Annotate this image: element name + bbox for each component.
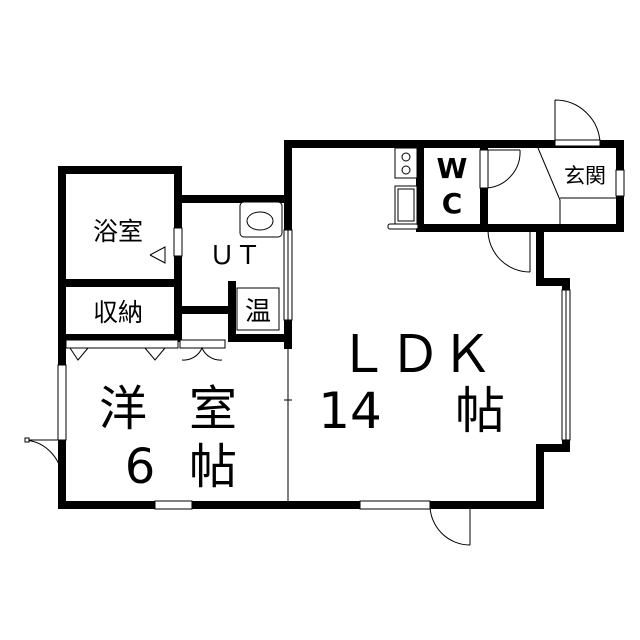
label-western-1: 洋 bbox=[99, 381, 147, 437]
walls bbox=[58, 140, 624, 509]
room-labels: 浴室 ＵＴ 収納 温 W C 玄関 ＬＤＫ 14 帖 洋 室 6 帖 bbox=[93, 152, 606, 495]
label-western-unit: 帖 bbox=[189, 439, 237, 495]
label-wc-w: W bbox=[437, 152, 468, 185]
fixtures bbox=[24, 99, 625, 546]
label-ldk-size: 14 bbox=[318, 382, 382, 440]
label-western-size: 6 bbox=[125, 439, 156, 495]
label-ldk-unit: 帖 bbox=[455, 382, 505, 440]
label-water-heater: 温 bbox=[245, 297, 271, 327]
label-entrance: 玄関 bbox=[564, 164, 606, 188]
label-ldk: ＬＤＫ bbox=[337, 325, 493, 385]
label-wc-c: C bbox=[442, 187, 463, 220]
label-storage: 収納 bbox=[93, 298, 143, 327]
label-utility: ＵＴ bbox=[209, 241, 261, 271]
label-western-2: 室 bbox=[189, 381, 237, 437]
label-bath: 浴室 bbox=[93, 217, 143, 246]
